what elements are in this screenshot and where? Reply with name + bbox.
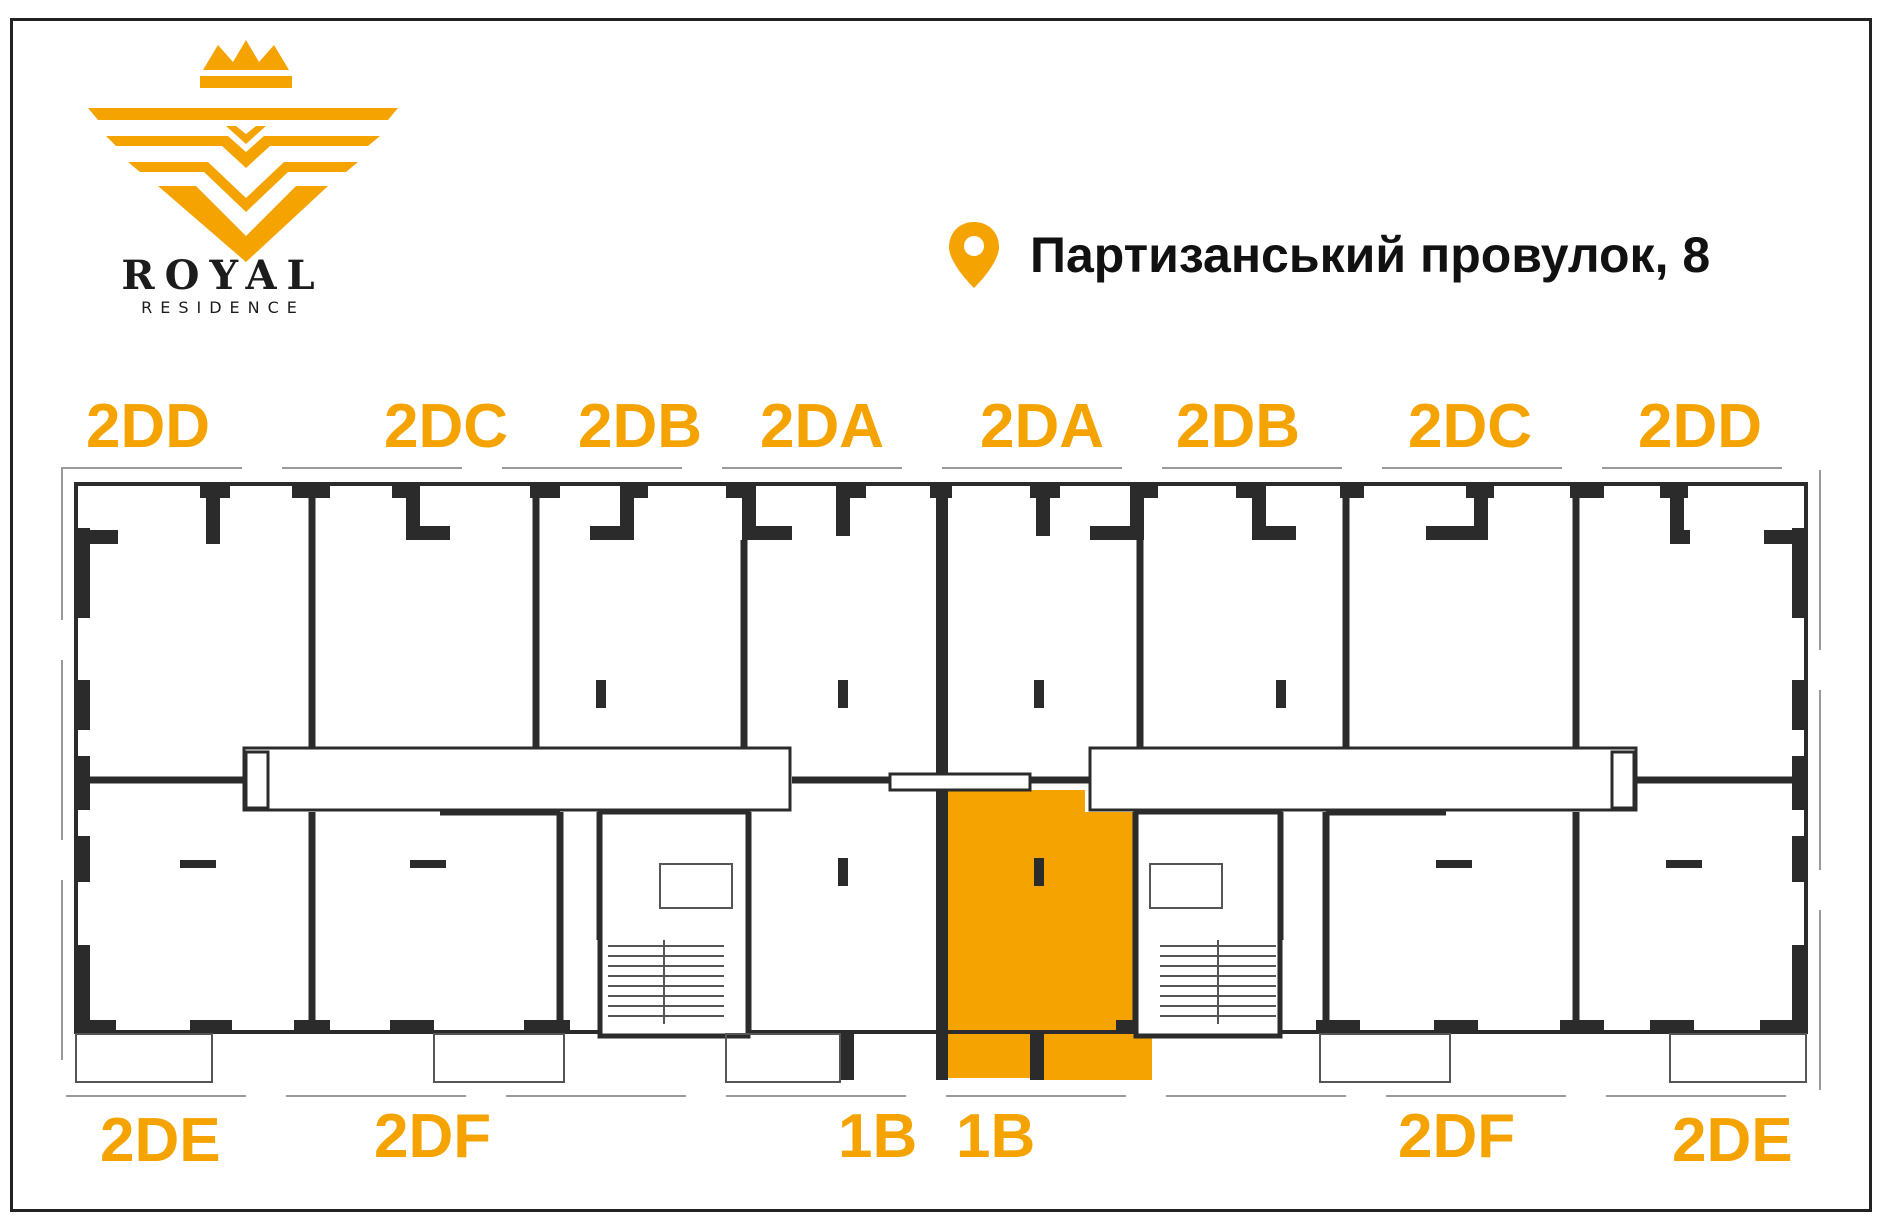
unit-label-bottom[interactable]: 2DE — [1672, 1106, 1793, 1175]
address-line: Партизанський провулок, 8 — [946, 220, 1710, 290]
map-pin-icon — [949, 222, 999, 288]
brand-tagline: RESIDENCE — [141, 298, 305, 317]
columns — [180, 680, 1702, 886]
unit-label-bottom[interactable]: 2DF — [1398, 1102, 1516, 1171]
corridor — [242, 746, 1638, 812]
unit-label-top[interactable]: 2DA — [980, 392, 1105, 461]
unit-label-bottom[interactable]: 1B — [838, 1102, 918, 1171]
unit-label-top[interactable]: 2DA — [760, 392, 885, 461]
crown-wings-logo — [88, 40, 398, 262]
unit-label-top[interactable]: 2DD — [1638, 392, 1763, 461]
interior-walls — [76, 484, 1806, 1032]
unit-label-bottom[interactable]: 2DE — [100, 1106, 221, 1175]
stairwell-right — [1133, 809, 1283, 1039]
address-text: Партизанський провулок, 8 — [1030, 227, 1711, 283]
exterior-wall-segments — [76, 484, 1806, 1080]
stairwell-left — [597, 809, 751, 1039]
unit-label-bottom[interactable]: 2DF — [374, 1102, 492, 1171]
unit-label-top[interactable]: 2DC — [1408, 392, 1533, 461]
unit-label-top[interactable]: 2DB — [578, 392, 703, 461]
brand-name: ROYAL — [121, 252, 325, 299]
balconies-lower — [75, 1033, 1807, 1083]
unit-1b-highlight[interactable] — [945, 790, 1152, 1080]
unit-label-bottom[interactable]: 1B — [956, 1102, 1036, 1171]
page-frame — [10, 18, 1872, 1212]
balcony-outline — [61, 467, 1821, 1097]
unit-label-top[interactable]: 2DD — [86, 392, 211, 461]
unit-label-top[interactable]: 2DC — [384, 392, 509, 461]
unit-label-top[interactable]: 2DB — [1176, 392, 1301, 461]
